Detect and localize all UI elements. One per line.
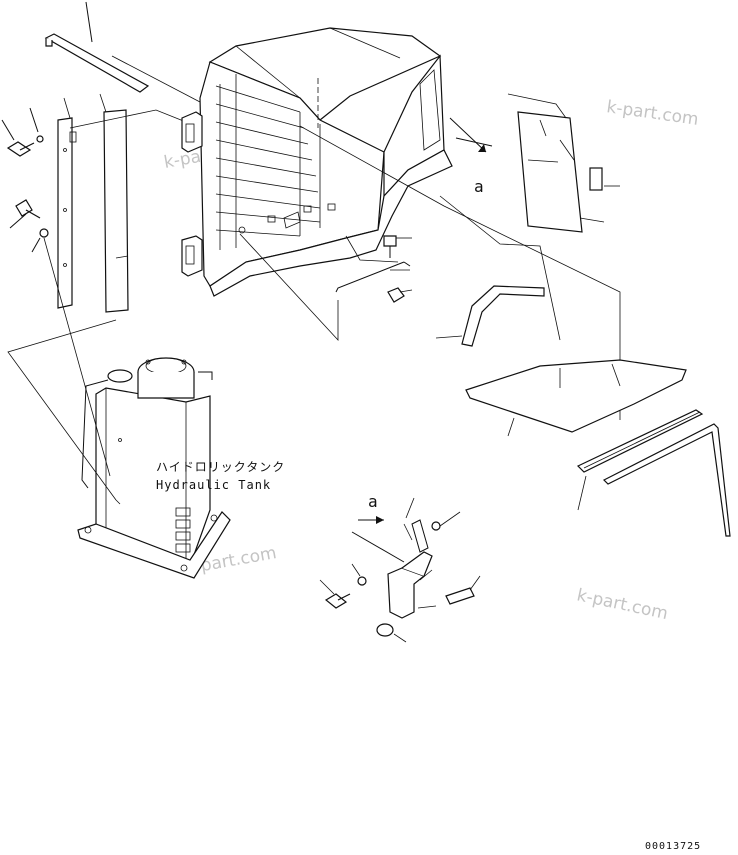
curved-seal-strip: [435, 285, 545, 347]
tank-label-english: Hydraulic Tank: [156, 478, 271, 492]
watermark-bottom-right: k-part.com: [575, 585, 670, 624]
center-bolt: [383, 235, 412, 258]
leader-line: [43, 237, 111, 477]
hydraulic-tank: [77, 357, 231, 579]
right-side-panel: [507, 93, 620, 233]
latch-rod: [335, 261, 413, 303]
leader-line: [111, 55, 201, 103]
engine-hood-grille-housing: [199, 27, 453, 297]
left-bracket-strip: [57, 117, 77, 309]
leader-line: [345, 235, 399, 263]
view-arrow-top: [449, 117, 493, 153]
leader-line: [69, 109, 187, 129]
left-foam-pad: [99, 93, 129, 313]
mounting-bracket-assembly: [319, 497, 481, 643]
leader-line: [239, 233, 339, 342]
leader-line: [63, 97, 71, 119]
leader-line: [7, 319, 117, 501]
tank-label-japanese: ハイドロリックタンク: [156, 460, 285, 474]
leader-line: [439, 195, 561, 341]
leader-line: [299, 125, 621, 420]
view-marker-a-bottom: a: [368, 492, 378, 511]
rubber-seal-strips: [576, 409, 731, 537]
view-marker-a-top: a: [474, 177, 484, 196]
top-trim-strip: [44, 1, 150, 93]
lower-hinge: [181, 235, 203, 277]
view-arrow-bottom: [351, 516, 405, 563]
watermark-top-right: k-part.com: [605, 97, 699, 130]
left-bolt-lower: [9, 199, 49, 253]
drawing-number: 00013725: [645, 841, 701, 851]
left-bolt-upper: [1, 107, 44, 157]
upper-hinge: [181, 111, 203, 153]
hood-cover-panel: [465, 359, 687, 437]
